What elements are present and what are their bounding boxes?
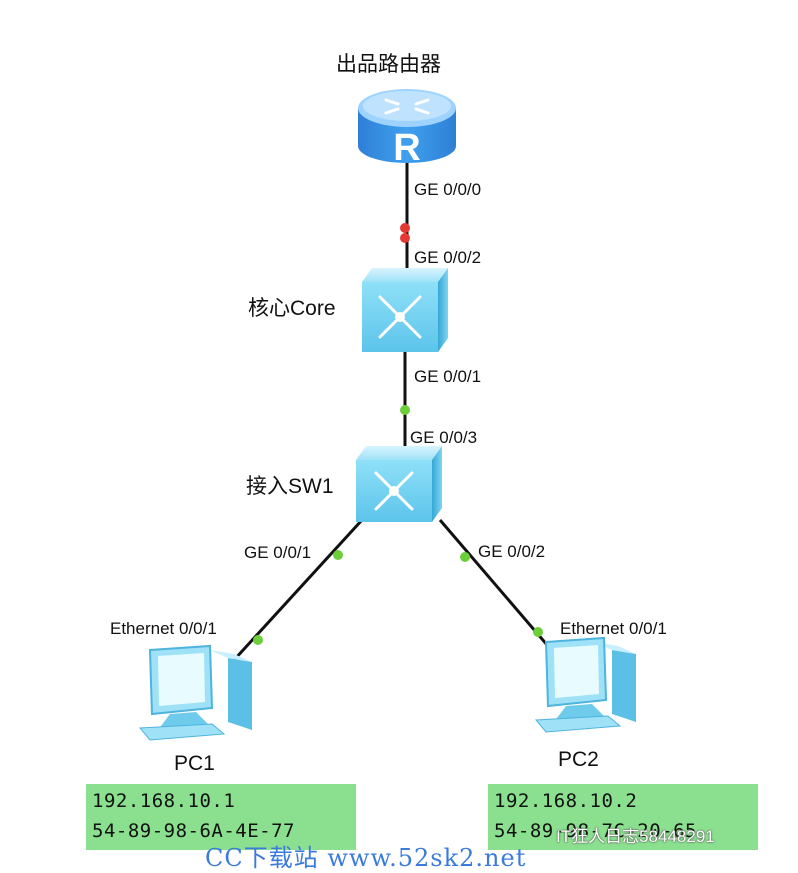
core-port-ge001: GE 0/0/1 (414, 367, 482, 386)
router-icon[interactable]: R (358, 89, 456, 169)
svg-text:R: R (393, 127, 420, 169)
port-status-core-ge001 (400, 405, 410, 415)
sw1-port-ge002: GE 0/0/2 (478, 542, 546, 561)
core-switch-icon[interactable] (362, 268, 448, 352)
access-switch-icon[interactable] (356, 446, 442, 522)
pc1-info-box: 192.168.10.1 54-89-98-6A-4E-77 (86, 784, 356, 850)
pc2-mac: 54-89-98-7C-20-65 (494, 820, 697, 842)
port-status-sw1-ge002 (460, 552, 470, 562)
port-status-pc2-eth (533, 627, 543, 637)
site-watermark: CC下载站 www.52sk2.net (205, 844, 527, 872)
router-port-ge000: GE 0/0/0 (414, 180, 482, 199)
port-status-router-ge000 (400, 223, 410, 233)
core-label: 核心Core (248, 297, 336, 320)
pc2-label: PC2 (558, 748, 599, 771)
pc2-info-box: 192.168.10.2 54-89-98-7C-20-65 (488, 784, 758, 850)
core-port-ge002: GE 0/0/2 (414, 248, 482, 267)
pc1-mac: 54-89-98-6A-4E-77 (92, 820, 295, 842)
account-watermark: IT狂人日志58448291 (556, 827, 715, 846)
sw1-label: 接入SW1 (246, 475, 334, 498)
pc1-ip: 192.168.10.1 (92, 790, 236, 812)
pc1-port-eth: Ethernet 0/0/1 (110, 619, 217, 638)
pc2-ip: 192.168.10.2 (494, 790, 638, 812)
sw1-port-ge003: GE 0/0/3 (410, 428, 478, 447)
port-status-sw1-ge001 (333, 550, 343, 560)
pc1-icon[interactable] (138, 644, 252, 741)
pc2-port-eth: Ethernet 0/0/1 (560, 619, 667, 638)
link-sw1-pc2 (438, 519, 562, 661)
router-label: 出品路由器 (336, 53, 441, 76)
port-status-core-ge002 (400, 233, 410, 243)
pc1-label: PC1 (174, 752, 215, 775)
sw1-port-ge001: GE 0/0/1 (244, 543, 312, 562)
port-status-pc1-eth (253, 635, 263, 645)
pc2-icon[interactable] (534, 636, 636, 733)
